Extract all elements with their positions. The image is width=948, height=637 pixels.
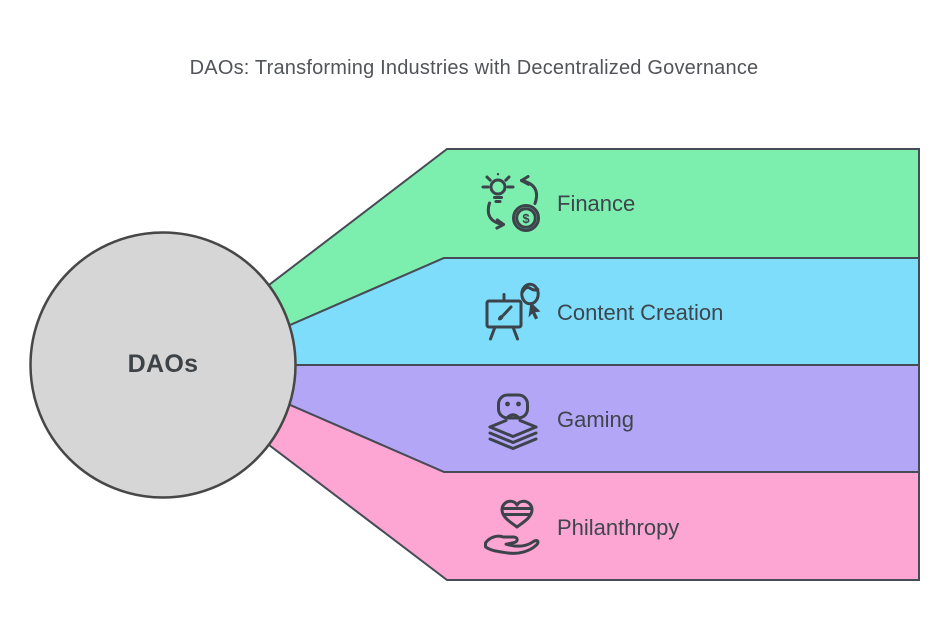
dao-circle bbox=[29, 231, 297, 499]
band-label-finance: Finance bbox=[557, 191, 636, 216]
band-label-gaming: Gaming bbox=[557, 407, 635, 432]
dao-circle-label: DAOs bbox=[127, 350, 199, 378]
game-controller-layers-icon bbox=[488, 393, 538, 450]
diagram-title: DAOs: Transforming Industries with Decen… bbox=[189, 57, 759, 79]
heart-in-hand-icon bbox=[484, 499, 540, 555]
band-label-content-creation: Content Creation bbox=[557, 300, 724, 325]
idea-to-money-cycle-icon: $ bbox=[481, 173, 540, 232]
easel-and-creator-icon bbox=[485, 282, 541, 341]
band-label-philanthropy: Philanthropy bbox=[557, 515, 680, 540]
dollar-glyph: $ bbox=[522, 211, 530, 226]
